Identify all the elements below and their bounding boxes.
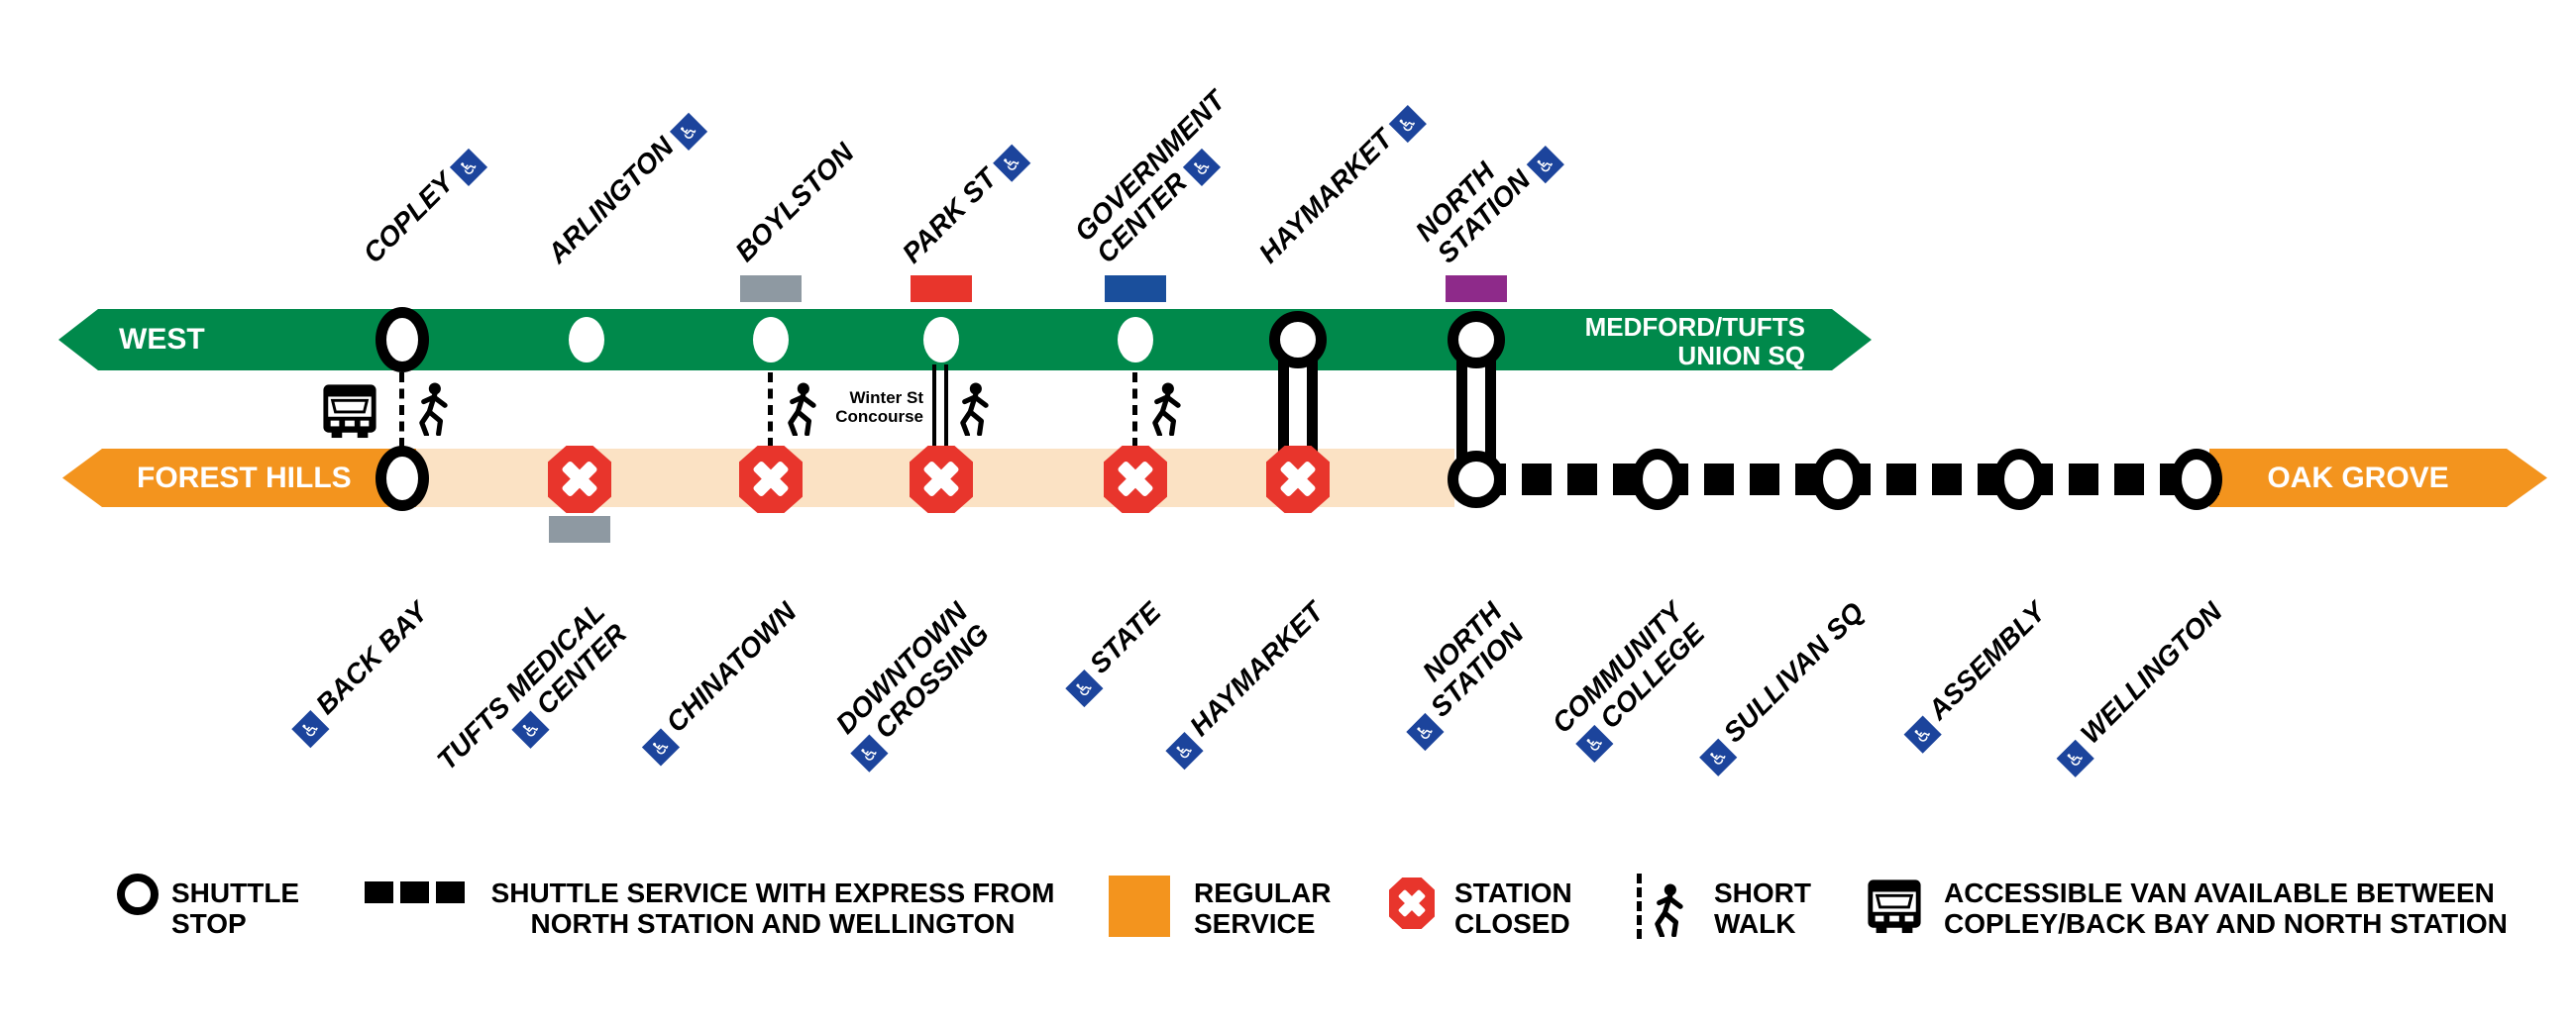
winter-st-concourse-line-left: [932, 364, 936, 448]
park-st-station-marker: [923, 317, 959, 362]
accessible-icon: ♿: [849, 734, 889, 773]
walking-person-icon: [414, 382, 452, 436]
legend-short-walk-dash-icon: [1637, 874, 1642, 939]
chinatown-closed-marker: [739, 446, 803, 513]
green-terminus-line2: UNION SQ: [1677, 341, 1805, 370]
sullivan-sq-station-marker: [1812, 449, 1864, 510]
station-label-state: ♿STATE: [1059, 596, 1170, 708]
haymarket-closed-marker: [1266, 446, 1330, 513]
station-label-wellington: ♿WELLINGTON: [2051, 596, 2232, 777]
downtown-crossing-closed-marker: [910, 446, 973, 513]
legend-station-closed-label: STATION CLOSED: [1454, 878, 1572, 939]
orange-line-band-east: [2209, 449, 2547, 507]
arlington-station-marker: [569, 317, 604, 362]
tufts-medical-center-closed-marker: [548, 446, 611, 513]
accessible-icon: ♿: [512, 710, 551, 749]
station-label-downtown-crossing: DOWNTOWN ♿CROSSING: [822, 596, 999, 773]
legend-shuttle-stop-label: SHUTTLE STOP: [171, 878, 300, 939]
station-label-chinatown: ♿CHINATOWN: [636, 596, 806, 767]
north-station-green-station-marker: [1448, 311, 1505, 368]
assembly-station-marker: [1993, 449, 2045, 510]
station-label-government-center: GOVERNMENT CENTER♿: [1068, 84, 1232, 269]
accessible-icon: ♿: [1575, 724, 1615, 763]
station-label-sullivan-sq: ♿SULLIVAN SQ: [1693, 596, 1874, 776]
legend-express-dash-icon: [365, 881, 393, 903]
station-label-park-st: PARK ST♿: [897, 138, 1031, 272]
wellington-station-marker: [2171, 449, 2222, 510]
legend-regular-service-label: REGULAR SERVICE: [1194, 878, 1332, 939]
station-label-boylston: BOYLSTON: [729, 137, 860, 267]
green-direction-label: WEST: [119, 323, 205, 356]
orange-direction-label: FOREST HILLS: [137, 462, 352, 494]
commuter-rail-transfer-north-station: [1446, 275, 1507, 302]
green-terminus-line1: MEDFORD/TUFTS: [1584, 312, 1805, 342]
walkway-copley-back-bay: [399, 372, 404, 448]
legend-regular-service-icon: [1109, 876, 1170, 937]
station-label-arlington: ARLINGTON♿: [542, 106, 708, 272]
accessible-icon: ♿: [1526, 146, 1564, 184]
accessible-icon: ♿: [1165, 732, 1204, 771]
station-label-north-station-green: NORTH STATION♿: [1410, 118, 1564, 272]
walking-person-icon: [1147, 382, 1185, 436]
silver-line-transfer-boylston: [740, 275, 802, 302]
orange-terminus-label: OAK GROVE: [2267, 462, 2449, 494]
accessible-van-icon: [321, 380, 378, 440]
accessible-icon: ♿: [993, 144, 1031, 182]
walking-person-icon: [955, 382, 993, 436]
community-college-station-marker: [1632, 449, 1683, 510]
winter-st-concourse-line-right: [944, 364, 948, 448]
accessible-icon: ♿: [1388, 105, 1427, 144]
orange-line-band-west: [62, 449, 416, 507]
green-terminus-label: MEDFORD/TUFTS UNION SQ: [1585, 313, 1805, 370]
legend-short-walk-label: SHORT WALK: [1714, 878, 1811, 939]
winter-st-concourse-label: Winter St Concourse: [835, 388, 923, 426]
station-label-copley: COPLEY♿: [358, 142, 488, 272]
government-center-station-marker: [1118, 317, 1153, 362]
silver-line-transfer-tufts-medical: [549, 516, 610, 543]
walking-person-icon: [783, 382, 820, 436]
legend-express-dash-icon: [400, 881, 429, 903]
accessible-icon: ♿: [449, 148, 488, 186]
walkway-boylston-chinatown: [768, 372, 773, 448]
station-label-assembly: ♿ASSEMBLY: [1897, 596, 2055, 754]
accessible-icon: ♿: [1065, 669, 1104, 708]
accessible-icon: ♿: [1903, 715, 1942, 754]
blue-line-transfer-government-center: [1105, 275, 1166, 302]
accessible-icon: ♿: [2056, 739, 2095, 777]
legend-accessible-van-label: ACCESSIBLE VAN AVAILABLE BETWEEN COPLEY/…: [1944, 878, 2508, 939]
accessible-icon: ♿: [1406, 712, 1445, 752]
red-line-transfer-park-st: [911, 275, 972, 302]
station-label-north-station-orange: NORTH ♿STATION: [1378, 596, 1533, 752]
walkway-government-center-state: [1132, 372, 1137, 448]
state-closed-marker: [1104, 446, 1167, 513]
legend-express-dash-icon: [436, 881, 465, 903]
station-label-haymarket-green: HAYMARKET♿: [1253, 99, 1427, 272]
station-label-community-college: COMMUNITY ♿COLLEGE: [1547, 596, 1714, 764]
boylston-station-marker: [753, 317, 789, 362]
accessible-icon: ♿: [642, 728, 681, 767]
copley-station-marker: [376, 307, 429, 372]
accessible-icon: ♿: [1698, 738, 1738, 776]
legend-express-shuttle-label: SHUTTLE SERVICE WITH EXPRESS FROM NORTH …: [490, 878, 1055, 939]
station-label-tufts-medical-center: TUFTS MEDICAL ♿CENTER: [431, 596, 633, 776]
station-label-haymarket-orange: ♿HAYMARKET: [1159, 596, 1333, 771]
green-line-band: [58, 309, 1872, 370]
haymarket-green-station-marker: [1269, 311, 1327, 368]
accessible-icon: ♿: [1182, 148, 1222, 186]
accessible-icon: ♿: [291, 710, 330, 749]
legend-shuttle-stop-icon: [117, 874, 159, 915]
accessible-icon: ♿: [669, 112, 708, 152]
station-label-back-bay: ♿BACK BAY: [285, 596, 437, 749]
legend-accessible-van-icon: [1866, 876, 1923, 935]
legend-station-closed-icon: [1389, 878, 1435, 929]
north-station-orange-station-marker: [1448, 451, 1505, 508]
legend-walking-person-icon: [1650, 883, 1687, 937]
back-bay-station-marker: [376, 446, 429, 511]
